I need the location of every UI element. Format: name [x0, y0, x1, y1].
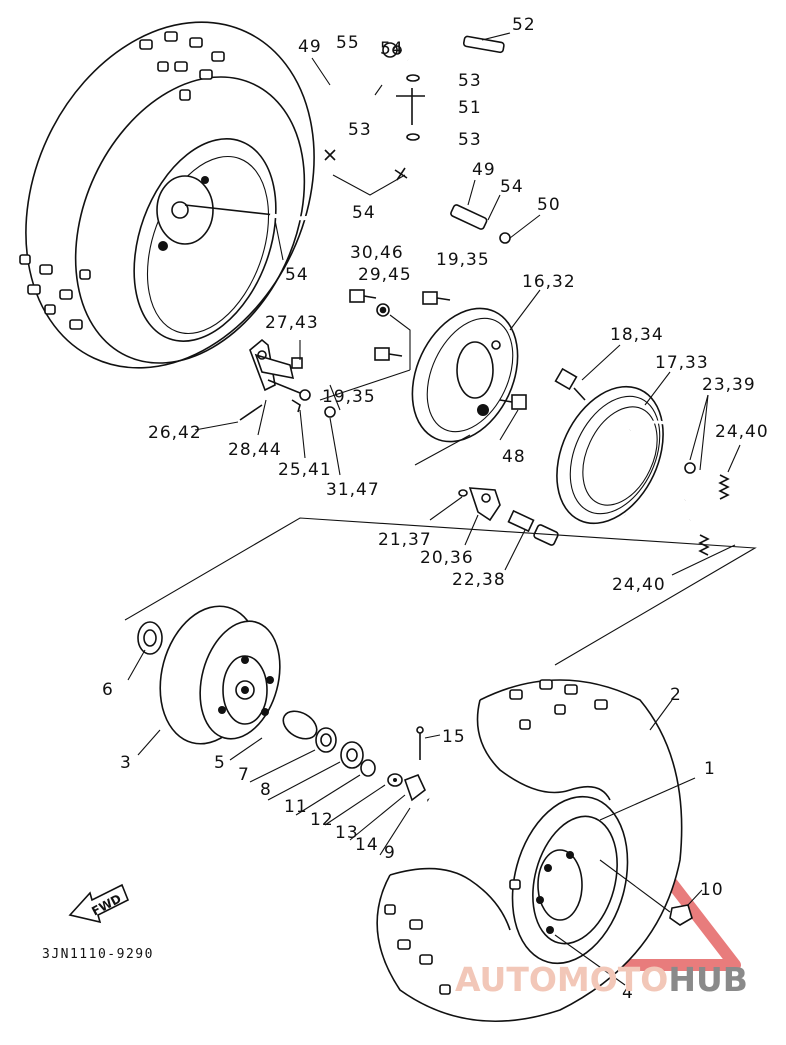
lower-tire — [376, 679, 703, 1023]
callout-13: 13 — [335, 823, 359, 843]
callout-17-33: 17,33 — [655, 353, 709, 373]
callout-30-46: 30,46 — [350, 243, 404, 263]
callout-7: 7 — [238, 765, 250, 785]
upper-tire — [19, 21, 315, 369]
callout-10: 10 — [700, 880, 724, 900]
callout-12: 12 — [310, 810, 334, 830]
brake-bolts — [349, 289, 586, 401]
brake-plate — [411, 307, 527, 443]
callout-28-44: 28,44 — [228, 440, 282, 460]
callout-23-39: 23,39 — [702, 375, 756, 395]
callout-51: 51 — [458, 98, 482, 118]
callout-53-right-lower: 53 — [458, 130, 482, 150]
callout-48: 48 — [502, 447, 526, 467]
callout-21-37: 21,37 — [378, 530, 432, 550]
hub — [127, 605, 281, 761]
callout-54-left: 54 — [285, 265, 309, 285]
watermark-word-right: HUB — [668, 960, 748, 999]
callout-55: 55 — [336, 33, 360, 53]
callout-53-left: 53 — [348, 120, 372, 140]
callout-16-32: 16,32 — [522, 272, 576, 292]
callout-15: 15 — [442, 727, 466, 747]
callout-1: 1 — [704, 759, 716, 779]
callout-29-45: 29,45 — [358, 265, 412, 285]
callout-52: 52 — [512, 15, 536, 35]
callout-3: 3 — [120, 753, 132, 773]
adjuster-parts — [414, 409, 559, 571]
callout-54-right: 54 — [500, 177, 524, 197]
callout-18-34: 18,34 — [610, 325, 664, 345]
callout-6: 6 — [102, 680, 114, 700]
callout-50: 50 — [537, 195, 561, 215]
callout-5: 5 — [214, 753, 226, 773]
callout-19-35-upper: 19,35 — [436, 250, 490, 270]
callout-25-41: 25,41 — [278, 460, 332, 480]
callout-8: 8 — [260, 780, 272, 800]
callout-19-35-lower: 19,35 — [322, 387, 376, 407]
callout-49-upper: 49 — [298, 37, 322, 57]
callout-49-lower: 49 — [472, 160, 496, 180]
callout-31-47: 31,47 — [326, 480, 380, 500]
callout-2: 2 — [670, 685, 682, 705]
callout-4: 4 — [622, 983, 634, 1003]
callouts: 1 2 3 4 5 6 7 8 9 10 11 12 13 14 15 16,3… — [102, 15, 769, 1003]
watermark-brand: AUTOMOTOHUB — [455, 960, 748, 999]
brake-drum — [556, 385, 664, 525]
callout-9: 9 — [384, 843, 396, 863]
callout-22-38: 22,38 — [452, 570, 506, 590]
callout-54-center: 54 — [352, 203, 376, 223]
drawing-code: 3JN1110-9290 — [42, 947, 154, 962]
assembly-outline — [124, 517, 757, 666]
callout-24-40-lower: 24,40 — [612, 575, 666, 595]
callout-24-40-upper: 24,40 — [715, 422, 769, 442]
callout-53-right-upper: 53 — [458, 71, 482, 91]
callout-11: 11 — [284, 797, 308, 817]
callout-26-42: 26,42 — [148, 423, 202, 443]
callout-20-36: 20,36 — [420, 548, 474, 568]
breather-hoses — [269, 27, 541, 261]
callout-27-43: 27,43 — [265, 313, 319, 333]
brake-lever — [194, 314, 411, 476]
watermark-word-left: AUTOMOTO — [455, 960, 669, 999]
callout-54-top: 54 — [380, 39, 404, 59]
fwd-arrow: FWD — [68, 883, 130, 924]
brake-shoes — [509, 289, 741, 556]
callout-14: 14 — [355, 835, 379, 855]
